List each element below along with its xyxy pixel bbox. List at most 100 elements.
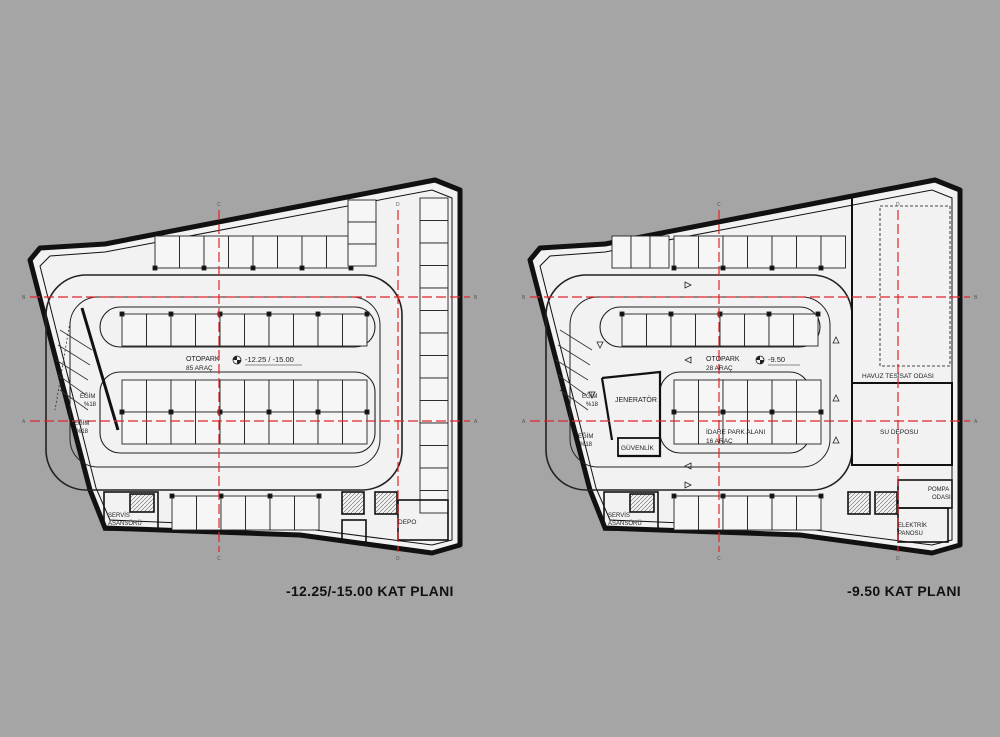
parking-stall [673, 235, 699, 269]
storage-label: DEPO [398, 519, 416, 526]
parking-stall [342, 379, 368, 413]
parking-stall [179, 235, 205, 269]
level-elevation: -9.50 [768, 355, 785, 364]
parking-stall [293, 313, 319, 347]
parking-stall [419, 220, 449, 244]
generator-room [600, 370, 662, 458]
direction-arrow-icon [684, 462, 692, 470]
parking-stall [419, 287, 449, 311]
parking-stall [146, 411, 172, 445]
column-pillar [169, 493, 175, 499]
column-pillar [769, 265, 775, 271]
parking-stall [649, 235, 670, 269]
parking-stall [342, 411, 368, 445]
column-pillar [720, 409, 726, 415]
svg-text:A: A [474, 419, 478, 425]
section-marks: B B A A C C D D [522, 202, 978, 562]
parking-stall [154, 235, 180, 269]
parking-stall [195, 313, 221, 347]
parking-stall [771, 495, 797, 531]
column-pillar [720, 493, 726, 499]
column-pillar [766, 311, 772, 317]
ramp-pct-2: %18 [76, 429, 89, 435]
parking-stall [347, 243, 377, 267]
svg-text:B: B [522, 295, 526, 301]
column-pillar [119, 409, 125, 415]
section-lines [30, 210, 470, 552]
service-core [103, 491, 449, 543]
column-pillar [266, 409, 272, 415]
parking-stall [219, 411, 245, 445]
building-outline [27, 177, 463, 556]
column-pillar [218, 493, 224, 499]
column-pillar [668, 311, 674, 317]
parking-stall [771, 411, 797, 445]
column-pillar [671, 409, 677, 415]
parking-stall [268, 379, 294, 413]
svg-text:B: B [22, 295, 26, 301]
column-pillar [266, 311, 272, 317]
parking-stall [768, 313, 794, 347]
pump-room-label-2: ODASI [932, 495, 951, 501]
parking-stall [170, 313, 196, 347]
parking-stall [793, 313, 819, 347]
direction-arrow-icon [832, 436, 840, 444]
svg-text:C: C [717, 556, 721, 562]
parking-stall [219, 313, 245, 347]
column-pillar [119, 311, 125, 317]
parking-stall [342, 313, 368, 347]
svg-text:D: D [396, 556, 400, 562]
column-pillar [671, 265, 677, 271]
plan-right: OTOPARK 28 ARAÇ -9.50 JENERATÖR GÜVENLİK… [522, 177, 978, 562]
column-pillar [217, 311, 223, 317]
parking-stall [170, 411, 196, 445]
parking-stall [195, 379, 221, 413]
ramp-pct-1: %18 [586, 402, 599, 408]
column-pillar [364, 311, 370, 317]
column-pillar [769, 493, 775, 499]
svg-text:B: B [974, 295, 978, 301]
svg-text:A: A [522, 419, 526, 425]
direction-arrow-icon [832, 336, 840, 344]
parking-stall [419, 310, 449, 334]
service-lift-label-2: ASANSÖRÜ [608, 520, 642, 527]
parking-stall [277, 235, 303, 269]
parking-stall [419, 332, 449, 356]
direction-arrow-icon [684, 356, 692, 364]
parking-stall [326, 235, 352, 269]
parking-stall [747, 379, 773, 413]
water-tank-label: SU DEPOSU [880, 429, 919, 436]
column-pillar [315, 409, 321, 415]
svg-text:C: C [717, 202, 721, 208]
section-lines [530, 210, 970, 552]
parking-stall [796, 411, 822, 445]
svg-text:D: D [896, 556, 900, 562]
ramp-pct-1: %18 [84, 402, 97, 408]
parking-stall [419, 197, 449, 221]
parking-stall [796, 495, 822, 531]
generator-label: JENERATÖR [615, 396, 657, 404]
svg-text:A: A [22, 419, 26, 425]
parking-stall [744, 313, 770, 347]
parking-stall [228, 235, 254, 269]
parking-stall [771, 235, 797, 269]
level-elevation: -12.25 / -15.00 [245, 355, 294, 364]
parking-stall [695, 313, 721, 347]
parking-stall [244, 379, 270, 413]
column-pillar [267, 493, 273, 499]
parking-stall [347, 221, 377, 245]
ramp-label-1: EĞİM [80, 393, 95, 400]
ramp-pct-2: %18 [580, 442, 593, 448]
parking-stall [673, 495, 699, 531]
parking-stall [722, 235, 748, 269]
parking-stall [419, 265, 449, 289]
service-lift-label-2: ASANSÖRÜ [108, 520, 142, 527]
column-pillar [217, 409, 223, 415]
column-pillar [671, 493, 677, 499]
svg-text:A: A [974, 419, 978, 425]
circulation-loop [45, 274, 403, 491]
ramp [54, 307, 120, 431]
column-pillar [818, 493, 824, 499]
column-pillar [315, 311, 321, 317]
parking-stall [203, 235, 229, 269]
